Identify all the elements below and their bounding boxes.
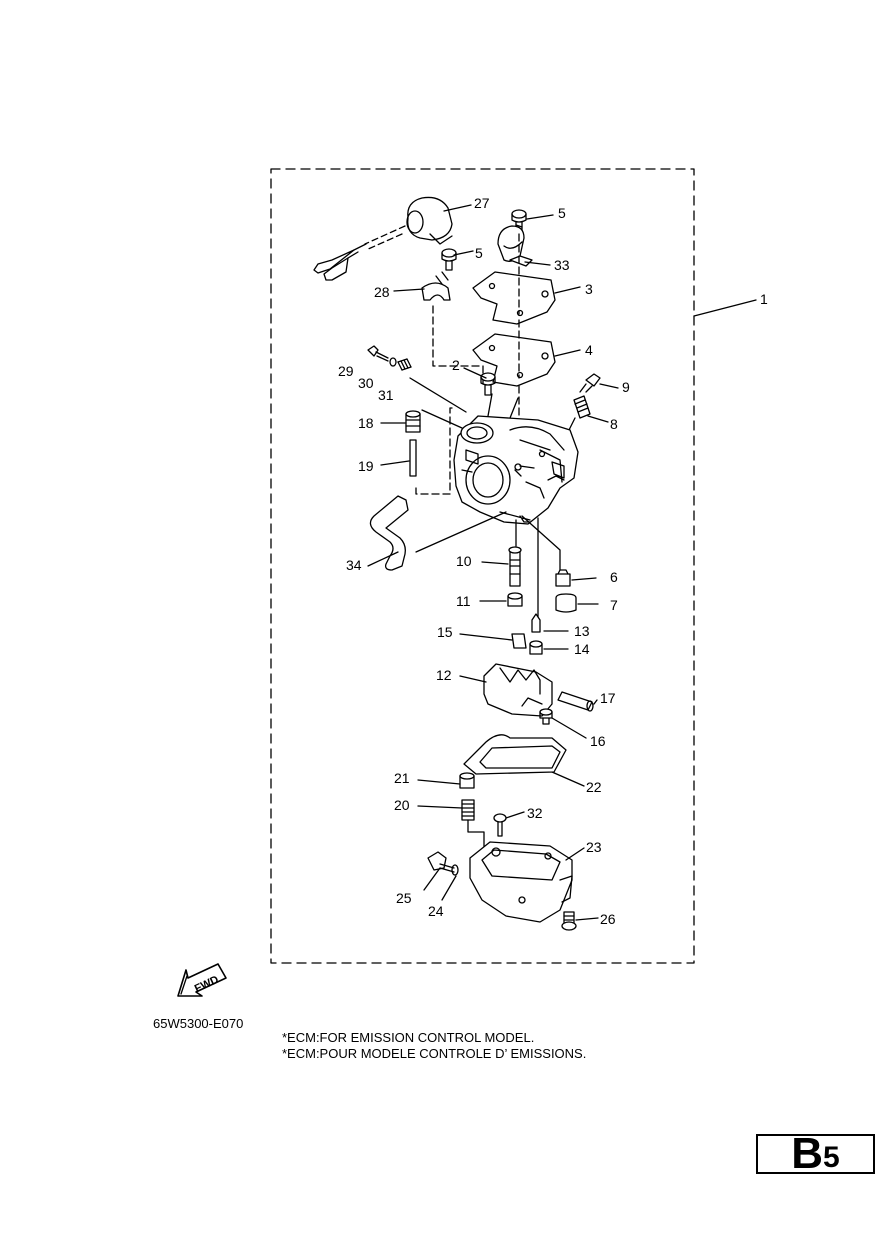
part-32-screw	[493, 813, 507, 837]
part-19-nozzle	[409, 407, 457, 495]
body-leader-lines	[515, 515, 561, 625]
callout-10: 10	[456, 553, 472, 569]
callout-32: 32	[527, 805, 543, 821]
part-27-elbow	[313, 196, 453, 281]
part-4-plate	[472, 333, 556, 387]
part-26-screw	[561, 911, 577, 931]
part-3-plate	[472, 271, 556, 325]
callout-27: 27	[474, 195, 490, 211]
callout-17: 17	[600, 690, 616, 706]
callout-25: 25	[396, 890, 412, 906]
callout-13: 13	[574, 623, 590, 639]
part-31-spring	[397, 358, 467, 429]
callout-14: 14	[574, 641, 590, 657]
part-20-spring	[461, 799, 485, 853]
part-16-screw	[539, 708, 553, 725]
page-tag-letter: B	[791, 1129, 824, 1178]
part-9-screw	[579, 373, 601, 393]
part-18-jet	[405, 410, 421, 433]
callout-16: 16	[590, 733, 606, 749]
part-5-screw-lower	[441, 248, 457, 271]
page-tag-number: 5	[823, 1141, 840, 1174]
callout-6: 6	[610, 569, 618, 585]
part-21-collar	[459, 772, 475, 789]
part-28-bracket	[421, 271, 451, 301]
figure-code: 65W5300-E070	[153, 1016, 244, 1031]
callout-22: 22	[586, 779, 602, 795]
part-15-clip	[511, 633, 527, 649]
callout-19: 19	[358, 458, 374, 474]
ecm-note-french: *ECM:POUR MODELE CONTROLE D’ EMISSIONS.	[282, 1046, 587, 1061]
ecm-note-english: *ECM:FOR EMISSION CONTROL MODEL.	[282, 1030, 535, 1045]
carburetor-body	[453, 393, 579, 525]
callout-28: 28	[374, 284, 390, 300]
part-34-hose	[369, 495, 507, 571]
callout-numbers: 1 27 5 5 33 28 3 4 2 29 30 31 9 8 18 19 …	[338, 195, 768, 927]
callout-11: 11	[456, 593, 471, 609]
part-7-cap	[555, 593, 577, 613]
callout-33: 33	[554, 257, 570, 273]
callout-26: 26	[600, 911, 616, 927]
callout-4: 4	[585, 342, 593, 358]
callout-15: 15	[437, 624, 453, 640]
callout-7: 7	[610, 597, 618, 613]
callout-20: 20	[394, 797, 410, 813]
callout-31: 31	[378, 387, 394, 403]
callout-21: 21	[394, 770, 410, 786]
callout-24: 24	[428, 903, 444, 919]
part-25-drain-screw	[427, 851, 455, 873]
assembly-boundary	[270, 168, 695, 964]
callout-5b: 5	[475, 245, 483, 261]
part-14-seat	[529, 640, 543, 655]
part-10-main-jet-holder	[508, 546, 522, 587]
part-23-float-chamber	[469, 841, 573, 923]
callout-34: 34	[346, 557, 362, 573]
part-24-gasket	[451, 864, 459, 876]
callout-2: 2	[452, 357, 460, 373]
part-8-spring	[568, 395, 591, 431]
page-tag: B 5	[756, 1129, 875, 1178]
part-29-screw	[367, 345, 389, 362]
callout-30: 30	[358, 375, 374, 391]
part-13-needle	[531, 613, 541, 633]
callout-18: 18	[358, 415, 374, 431]
part-12-float	[483, 663, 553, 717]
callout-leaders	[367, 204, 757, 921]
callout-9: 9	[622, 379, 630, 395]
part-2-screw	[480, 372, 496, 396]
part-6-nut	[555, 569, 571, 587]
callout-3: 3	[585, 281, 593, 297]
part-30-oring	[389, 357, 397, 367]
fwd-arrow-icon: FWD	[177, 963, 227, 997]
part-33-clip	[497, 225, 533, 267]
part-11-main-jet	[507, 592, 523, 607]
callout-1: 1	[760, 291, 768, 307]
callout-12: 12	[436, 667, 452, 683]
callout-23: 23	[586, 839, 602, 855]
callout-5a: 5	[558, 205, 566, 221]
part-22-gasket	[463, 734, 567, 775]
part-17-pin	[557, 691, 594, 712]
callout-29: 29	[338, 363, 354, 379]
callout-8: 8	[610, 416, 618, 432]
